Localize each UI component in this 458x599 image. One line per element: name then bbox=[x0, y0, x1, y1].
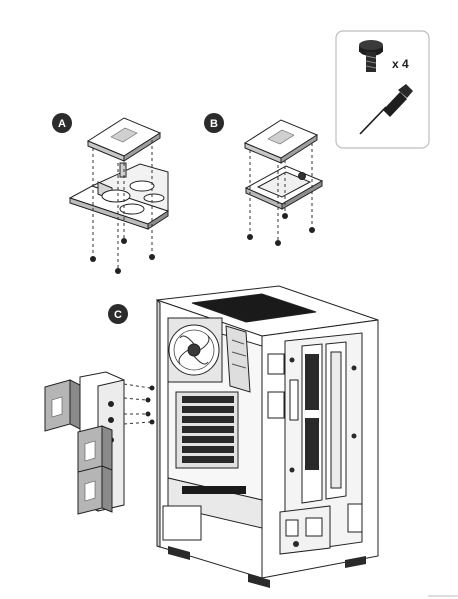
step-c-badge: C bbox=[108, 304, 128, 324]
drive-bracket-assembly-a bbox=[68, 117, 170, 274]
drive-bracket-c bbox=[44, 371, 155, 515]
step-c-label: C bbox=[114, 309, 122, 321]
screw-quantity: x 4 bbox=[392, 57, 409, 71]
top-mesh-vent bbox=[191, 293, 317, 323]
step-b-badge: B bbox=[204, 113, 224, 133]
rear-fan bbox=[167, 317, 223, 383]
drive-tray-assembly-b bbox=[243, 119, 324, 246]
screw-icon bbox=[359, 40, 383, 72]
step-b-label: B bbox=[210, 118, 218, 130]
step-a-label: A bbox=[58, 118, 66, 130]
step-a-badge: A bbox=[52, 113, 72, 133]
pc-case bbox=[156, 285, 379, 588]
drive-cage bbox=[301, 341, 347, 504]
screwdriver-icon bbox=[359, 84, 413, 135]
hardware-box: x 4 bbox=[335, 30, 430, 149]
expansion-slots bbox=[175, 391, 239, 469]
